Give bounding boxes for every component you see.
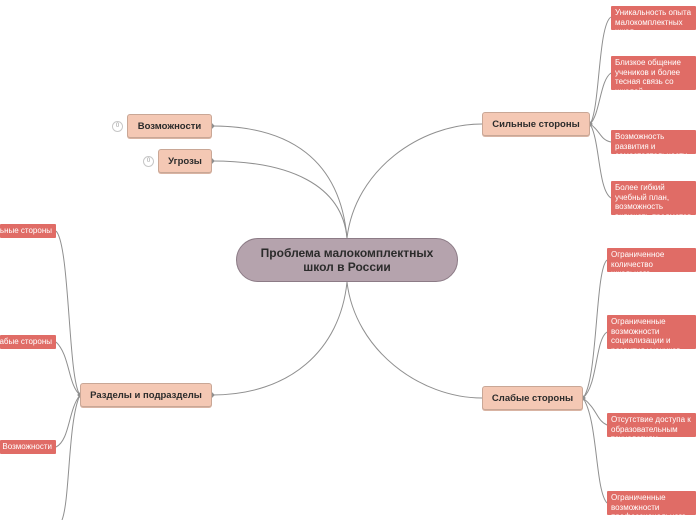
- branch-threats[interactable]: Угрозы: [158, 149, 212, 173]
- edge-central-strengths: [346, 123, 483, 239]
- subtopic-strength-1[interactable]: Уникальность опыта малокомплектных школ: [611, 6, 696, 30]
- branch-opportunities-label: Возможности: [137, 120, 202, 132]
- edge-central-threats: [211, 160, 348, 239]
- subtopic-strength-4[interactable]: Более гибкий учебный план, возможность в…: [611, 181, 696, 215]
- subtopic-strength-2[interactable]: Близкое общение учеников и более тесная …: [611, 56, 696, 90]
- subtopic-section-2[interactable]: Слабые стороны: [0, 335, 56, 349]
- branch-strengths[interactable]: Сильные стороны: [482, 112, 590, 136]
- collapsed-count-badge[interactable]: 0: [112, 121, 123, 132]
- branch-threats-label: Угрозы: [168, 155, 202, 167]
- collapsed-count-badge[interactable]: 0: [143, 156, 154, 167]
- subtopic-weakness-2[interactable]: Ограниченные возможности социализации и …: [607, 315, 696, 349]
- subtopic-weakness-3[interactable]: Отсутствие доступа к образовательным тех…: [607, 413, 696, 437]
- edge-central-opportunities: [211, 125, 348, 239]
- subtopic-weakness-1[interactable]: Ограниченное количество школьного персон…: [607, 248, 696, 272]
- subtopic-section-1[interactable]: Сильные стороны: [0, 224, 56, 238]
- edge-weakness-2: [582, 331, 608, 399]
- subtopic-strength-3[interactable]: Возможность развития и самостоятельности: [611, 130, 696, 154]
- edge-strength-3: [589, 123, 612, 143]
- branch-strengths-label: Сильные стороны: [492, 118, 580, 130]
- edge-weakness-4: [582, 397, 608, 504]
- branch-opportunities[interactable]: Возможности: [127, 114, 212, 138]
- edge-weakness-1: [582, 259, 608, 399]
- edge-strength-1: [589, 16, 612, 125]
- subtopic-section-3[interactable]: Возможности: [0, 440, 56, 454]
- central-topic[interactable]: Проблема малокомплектных школ в России: [236, 238, 458, 282]
- edge-section-2: [55, 341, 81, 396]
- edge-strength-2: [589, 72, 612, 125]
- edge-section-4: [61, 394, 81, 520]
- branch-sections-label: Разделы и подразделы: [90, 389, 202, 401]
- branch-weaknesses-label: Слабые стороны: [491, 392, 574, 404]
- edge-section-1: [55, 230, 81, 396]
- edge-section-3: [55, 394, 81, 448]
- subtopic-weakness-4[interactable]: Ограниченные возможности профессионально…: [607, 491, 696, 515]
- edge-central-sections: [211, 281, 348, 396]
- central-topic-label: Проблема малокомплектных школ в России: [260, 246, 434, 274]
- edge-central-weaknesses: [346, 281, 483, 399]
- edge-weakness-3: [582, 397, 608, 426]
- branch-weaknesses[interactable]: Слабые стороны: [482, 386, 583, 410]
- branch-sections[interactable]: Разделы и подразделы: [80, 383, 212, 407]
- edge-strength-4: [589, 123, 612, 199]
